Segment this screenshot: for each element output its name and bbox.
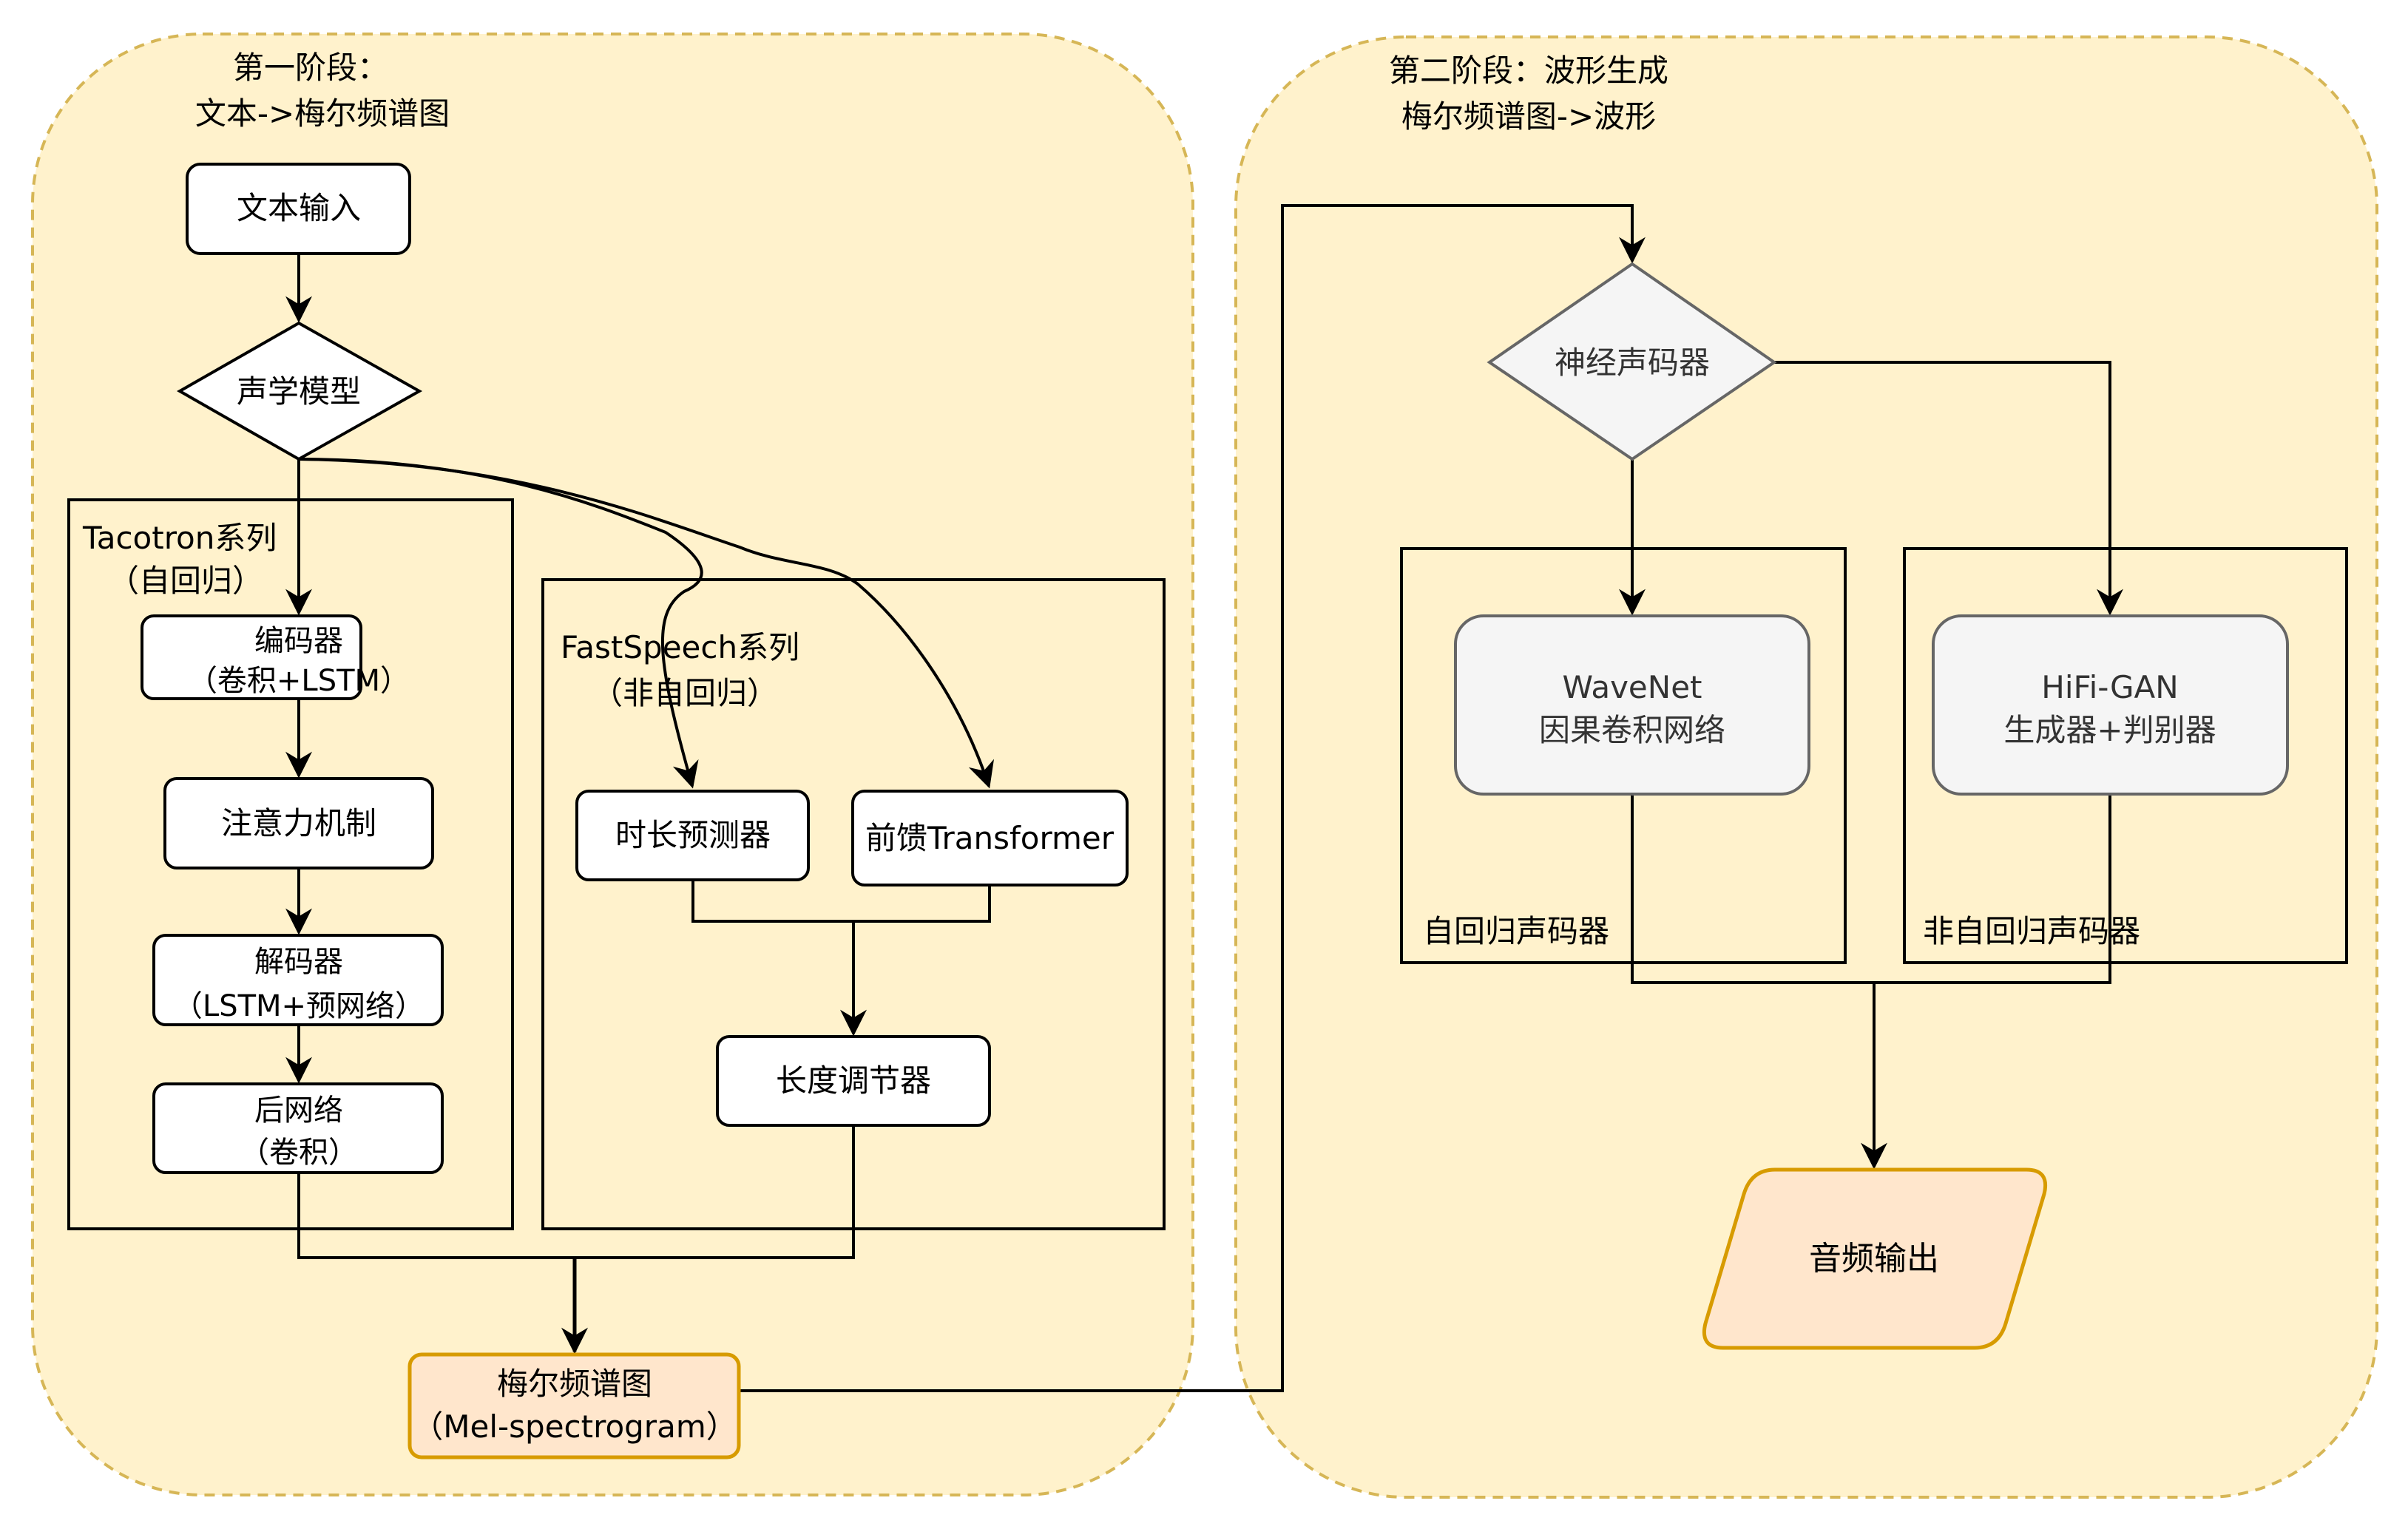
node-feedforward-transformer[interactable]: 前馈Transformer: [851, 790, 1129, 886]
audio-output-label: 音频输出: [1809, 1240, 1939, 1278]
duration-predictor-label: 时长预测器: [615, 817, 771, 853]
encoder-label-line1: 编码器: [254, 624, 343, 658]
node-duration-predictor[interactable]: 时长预测器: [575, 790, 810, 881]
text-input-label: 文本输入: [237, 190, 361, 226]
node-length-regulator[interactable]: 长度调节器: [716, 1035, 991, 1127]
autoregressive-vocoder-container: [1400, 547, 1847, 964]
fastspeech-title-line1: FastSpeech系列: [561, 629, 799, 665]
fastspeech-title-line2: （非自回归）: [592, 675, 778, 711]
node-encoder[interactable]: 编码器 （卷积+LSTM）: [141, 614, 410, 700]
tacotron-title-line1: Tacotron系列: [82, 520, 277, 556]
node-acoustic-model[interactable]: 声学模型: [176, 321, 423, 461]
non-autoregressive-vocoder-label: 非自回归声码器: [1923, 913, 2140, 949]
autoregressive-vocoder-label: 自回归声码器: [1423, 913, 1609, 949]
node-mel-spectrogram[interactable]: 梅尔频谱图 （Mel-spectrogram）: [407, 1352, 741, 1460]
wavenet-label-line1: WaveNet: [1563, 669, 1702, 705]
hifigan-label-line1: HiFi-GAN: [2041, 669, 2178, 705]
postnet-label-line1: 后网络: [254, 1094, 343, 1128]
wavenet-label-line2: 因果卷积网络: [1539, 712, 1725, 748]
node-text-input[interactable]: 文本输入: [186, 163, 411, 255]
node-attention[interactable]: 注意力机制: [163, 777, 434, 869]
non-autoregressive-vocoder-container: [1903, 547, 2348, 964]
edge-mel-to-vocoder: [739, 204, 1646, 1392]
length-regulator-label: 长度调节器: [776, 1062, 931, 1099]
mel-label-line1: 梅尔频谱图: [497, 1366, 652, 1402]
postnet-label-line2: （卷积）: [240, 1136, 358, 1170]
hifigan-label-line2: 生成器+判别器: [2003, 712, 2216, 748]
node-hifigan[interactable]: HiFi-GAN 生成器+判别器: [1932, 614, 2289, 796]
node-neural-vocoder[interactable]: 神经声码器: [1487, 262, 1777, 461]
feedforward-transformer-label: 前馈Transformer: [865, 820, 1115, 856]
edge-postnet-to-mel: [297, 1173, 575, 1259]
node-wavenet[interactable]: WaveNet 因果卷积网络: [1454, 614, 1810, 796]
tacotron-container: [67, 498, 514, 1230]
tacotron-title-line2: （自回归）: [108, 563, 263, 599]
stage2-title-line2: 梅尔频谱图->波形: [1401, 98, 1656, 135]
neural-vocoder-label: 神经声码器: [1555, 345, 1710, 381]
acoustic-model-label: 声学模型: [237, 373, 361, 410]
edge-length-regulator-to-mel: [575, 1125, 855, 1259]
attention-label: 注意力机制: [221, 805, 376, 841]
edge-duration-fft-merge: [691, 880, 991, 923]
stage1-title-line2: 文本->梅尔频谱图: [195, 95, 450, 132]
edge-acoustic-to-fft: [298, 458, 995, 789]
edge-vocoder-to-hifigan: [1774, 361, 2123, 616]
stage1-title-line1: 第一阶段：: [233, 50, 388, 86]
decoder-label-line1: 解码器: [254, 945, 343, 979]
stage2-title-line1: 第二阶段：波形生成: [1389, 52, 1668, 89]
node-audio-output[interactable]: 音频输出: [1702, 1167, 2047, 1350]
encoder-label-line2: （卷积+LSTM）: [188, 664, 410, 698]
edge-wavenet-hifigan-merge: [1631, 794, 2111, 984]
edges: [285, 204, 2123, 1392]
mel-label-line2: （Mel-spectrogram）: [412, 1408, 737, 1445]
node-postnet[interactable]: 后网络 （卷积）: [152, 1082, 444, 1174]
node-decoder[interactable]: 解码器 （LSTM+预网络）: [152, 934, 444, 1026]
decoder-label-line2: （LSTM+预网络）: [173, 989, 425, 1023]
